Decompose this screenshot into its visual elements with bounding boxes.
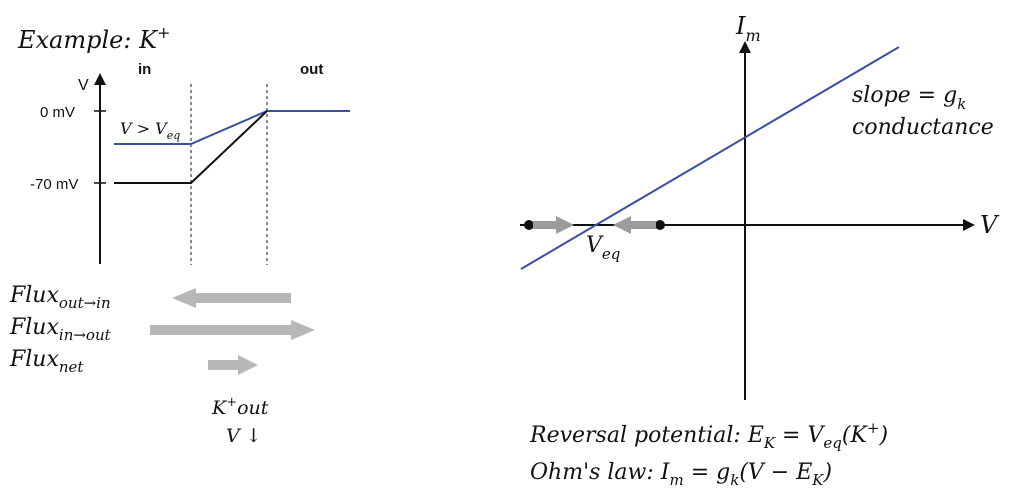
black-potential-profile: [114, 110, 268, 184]
approach-arrow-left: [613, 216, 656, 234]
flux-out-in-label: Fluxout→in: [9, 283, 111, 312]
tick-70mv-label: -70 mV: [30, 176, 78, 193]
k-out-label: K+out: [211, 395, 269, 419]
flux-in-out-label: Fluxin→out: [9, 315, 112, 344]
veq-label: Veq: [586, 233, 620, 263]
ohms-law-equation: Ohm's law: Im = gk(V − EK): [530, 460, 832, 489]
flux-out-in-arrow: [172, 288, 291, 308]
left-axis-label: V: [78, 77, 89, 94]
label-in: in: [138, 61, 151, 78]
tick-0mv-label: 0 mV: [40, 104, 75, 121]
right-start-point: [655, 220, 665, 230]
label-out: out: [300, 61, 323, 78]
conductance-label: conductance: [852, 115, 994, 140]
reversal-potential-equation: Reversal potential: EK = Veq(K+): [529, 419, 888, 452]
blue-potential-profile: [114, 110, 350, 145]
v-gt-veq-label: V > Veq: [120, 119, 180, 142]
iv-line: [520, 46, 900, 270]
approach-arrow-right: [533, 216, 574, 234]
flux-net-arrow: [208, 355, 258, 375]
current-axis-label: Im: [735, 12, 761, 45]
left-start-point: [524, 220, 534, 230]
voltage-axis-label: V: [980, 211, 1000, 239]
example-title: Example: K+: [17, 23, 170, 54]
flux-in-out-arrow: [150, 320, 315, 340]
slope-label: slope = gk: [852, 83, 966, 113]
v-down-label: V ↓: [226, 425, 262, 447]
flux-net-label: Fluxnet: [9, 347, 84, 376]
